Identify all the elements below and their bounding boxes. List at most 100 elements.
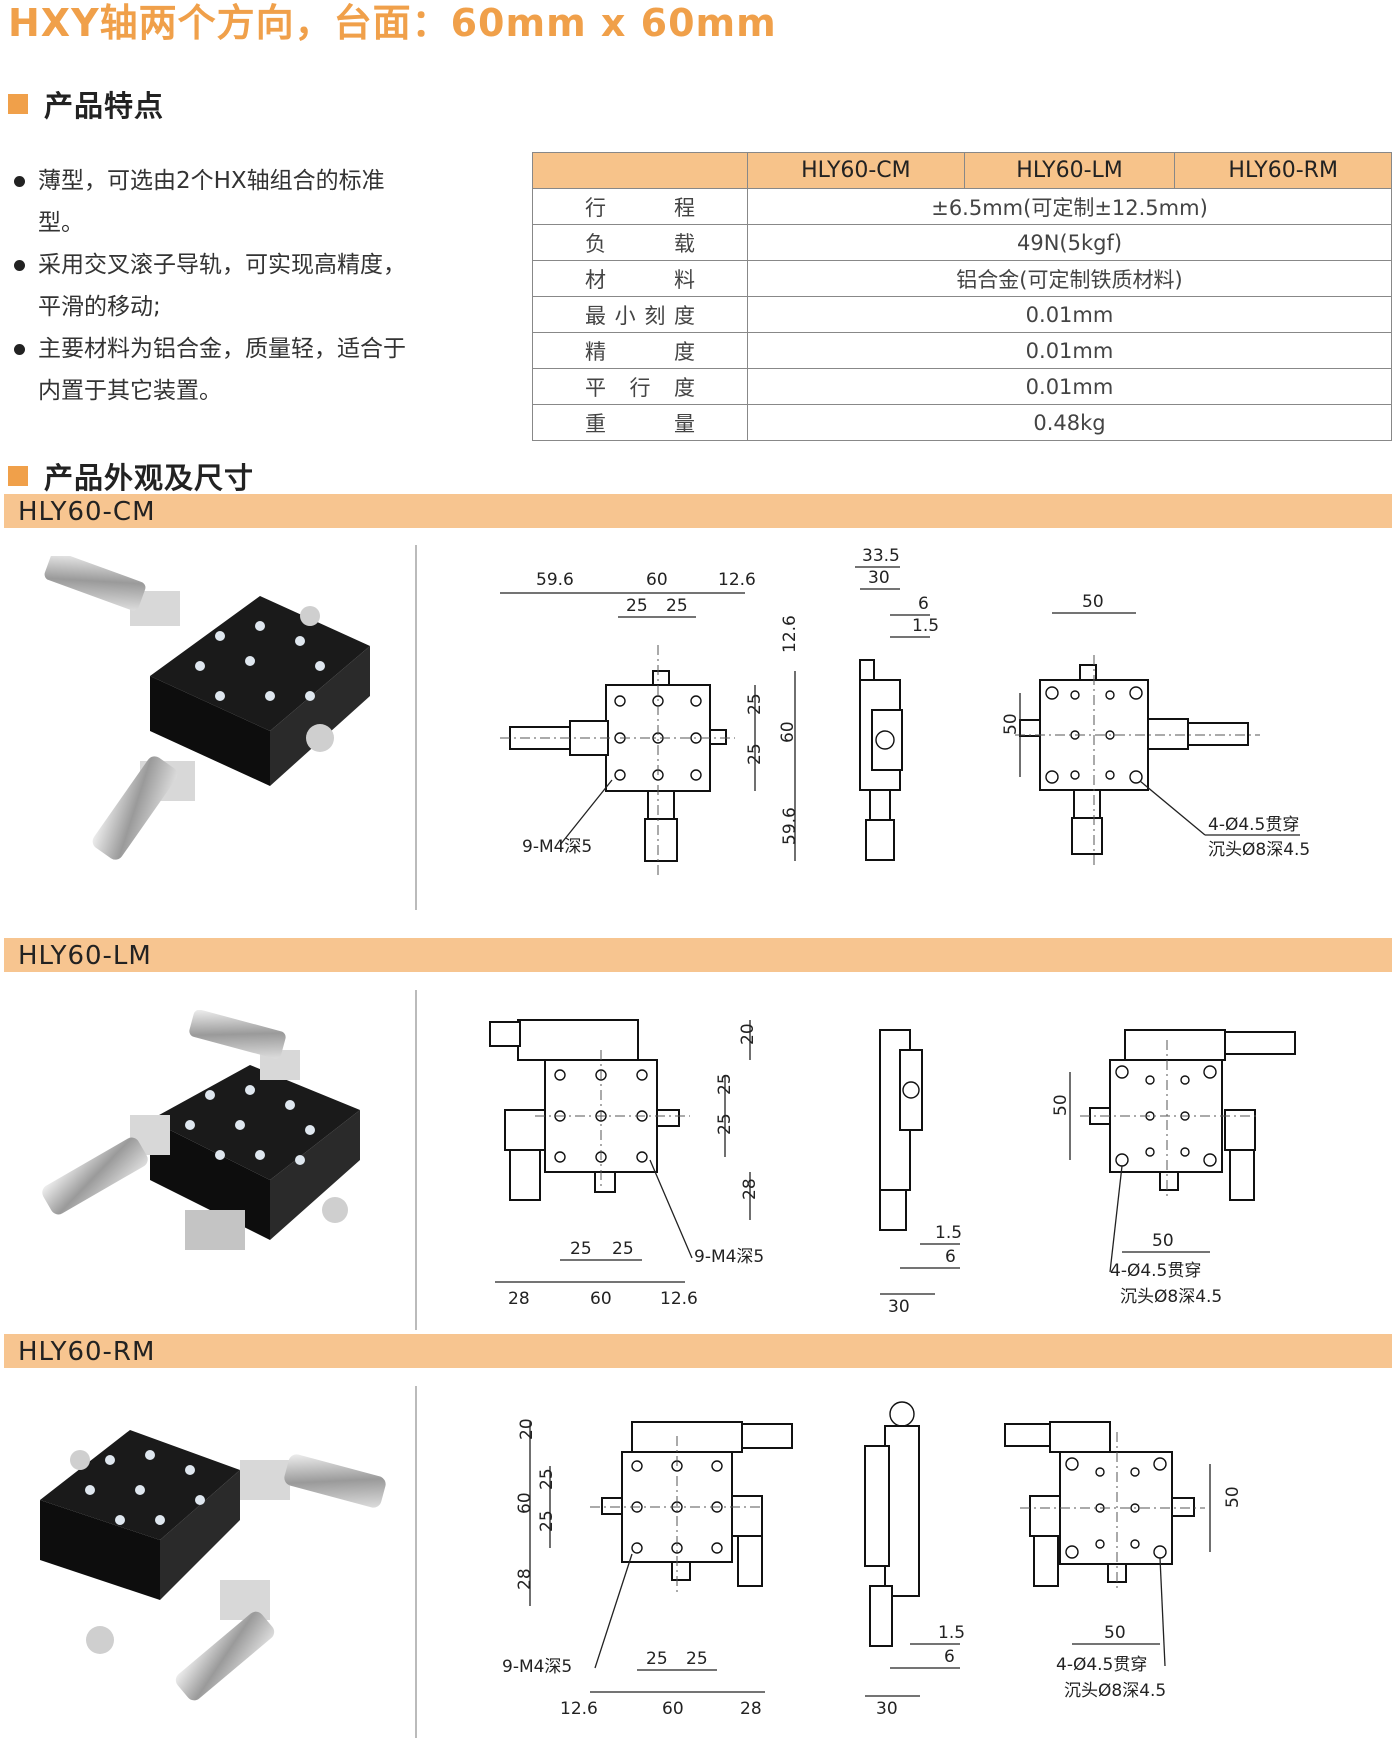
dim-label: 30 xyxy=(868,568,890,588)
spec-header-model: HLY60-CM xyxy=(747,152,965,189)
dimensions-section-title: 产品外观及尺寸 xyxy=(44,461,255,495)
spec-value: 铝合金(可定制铁质材料) xyxy=(747,260,1392,297)
dim-label: 25 xyxy=(715,1073,735,1095)
spec-label: 精度 xyxy=(585,339,695,364)
counterbore-note: 沉头Ø8深4.5 xyxy=(1064,1681,1166,1701)
dim-label: 60 xyxy=(662,1699,684,1719)
dim-label: 50 xyxy=(1001,713,1021,735)
table-row: 负载 49N(5kgf) xyxy=(532,224,1392,261)
dim-label: 25 xyxy=(715,1113,735,1135)
table-row: 精度 0.01mm xyxy=(532,332,1392,369)
through-hole-note: 4-Ø4.5贯穿 xyxy=(1056,1655,1147,1675)
section-square-icon xyxy=(8,94,28,114)
model-name: HLY60-CM xyxy=(18,497,156,527)
front-view: 20 25 60 25 28 25 25 12.6 60 28 9-M4深5 xyxy=(502,1418,793,1719)
front-view: 59.6 60 12.6 25 25 12.6 25 60 25 59.6 9-… xyxy=(500,570,800,875)
dim-label: 59.6 xyxy=(780,807,800,845)
dim-label: 25 xyxy=(745,693,765,715)
counterbore-note: 沉头Ø8深4.5 xyxy=(1120,1287,1222,1307)
page-title: HXY轴两个方向，台面：60mm x 60mm xyxy=(8,1,777,45)
spec-header-model: HLY60-LM xyxy=(963,152,1176,189)
dim-label: 25 xyxy=(646,1649,668,1669)
spec-value: 49N(5kgf) xyxy=(747,224,1392,261)
features-section-header: 产品特点 xyxy=(8,86,165,123)
spec-value: 0.48kg xyxy=(747,404,1392,441)
spec-label: 负载 xyxy=(585,231,695,256)
dim-label: 50 xyxy=(1223,1486,1243,1508)
dim-label: 50 xyxy=(1104,1623,1126,1643)
dim-label: 1.5 xyxy=(938,1623,965,1643)
spec-value: 0.01mm xyxy=(747,296,1392,333)
side-view: 1.5 6 30 xyxy=(879,1029,962,1317)
dim-label: 25 xyxy=(537,1510,557,1532)
dim-label: 60 xyxy=(590,1289,612,1309)
dim-label: 30 xyxy=(876,1699,898,1719)
through-hole-note: 4-Ø4.5贯穿 xyxy=(1110,1261,1201,1281)
dim-label: 28 xyxy=(740,1699,762,1719)
dim-label: 25 xyxy=(686,1649,708,1669)
spec-value: 0.01mm xyxy=(747,368,1392,405)
hole-note: 9-M4深5 xyxy=(522,837,592,857)
model-band-lm: HLY60-LM xyxy=(4,938,1392,972)
side-view: 1.5 6 30 xyxy=(864,1401,965,1719)
dim-label: 28 xyxy=(515,1568,535,1590)
dim-label: 12.6 xyxy=(560,1699,598,1719)
hole-note: 9-M4深5 xyxy=(502,1657,572,1677)
dim-label: 6 xyxy=(944,1647,955,1667)
dim-label: 59.6 xyxy=(536,570,574,590)
spec-label: 行程 xyxy=(585,195,695,220)
table-row: 行程 ±6.5mm(可定制±12.5mm) xyxy=(532,188,1392,225)
feature-item: 薄型，可选由2个HX轴组合的标准型。 xyxy=(10,160,410,244)
dim-label: 6 xyxy=(918,594,929,614)
spec-label: 平行度 xyxy=(585,375,695,400)
product-photo-rm xyxy=(40,1430,386,1701)
bullet-icon xyxy=(10,244,38,328)
spec-value: 0.01mm xyxy=(747,332,1392,369)
dim-label: 50 xyxy=(1051,1094,1071,1116)
dim-label: 12.6 xyxy=(718,570,756,590)
top-view: 50 50 4-Ø4.5贯穿 沉头Ø8深4.5 xyxy=(1051,1029,1296,1307)
model-band-cm: HLY60-CM xyxy=(4,494,1392,528)
table-row: 平行度 0.01mm xyxy=(532,368,1392,405)
dim-label: 28 xyxy=(740,1178,760,1200)
spec-label: 最小刻度 xyxy=(585,303,695,328)
feature-list: 薄型，可选由2个HX轴组合的标准型。 采用交叉滚子导轨，可实现高精度，平滑的移动… xyxy=(10,160,410,412)
dim-label: 25 xyxy=(570,1239,592,1259)
dim-label: 33.5 xyxy=(862,546,900,566)
feature-item: 采用交叉滚子导轨，可实现高精度，平滑的移动; xyxy=(10,244,410,328)
spec-label: 材料 xyxy=(585,267,695,292)
dim-label: 25 xyxy=(612,1239,634,1259)
dim-label: 20 xyxy=(738,1023,758,1045)
dim-label: 60 xyxy=(646,570,668,590)
dim-label: 1.5 xyxy=(912,616,939,636)
model-name: HLY60-LM xyxy=(18,941,152,971)
feature-item: 主要材料为铝合金，质量轻，适合于内置于其它装置。 xyxy=(10,328,410,412)
technical-drawing-cm: 59.6 60 12.6 25 25 12.6 25 60 25 59.6 9-… xyxy=(500,546,1310,875)
dim-label: 50 xyxy=(1082,592,1104,612)
dim-label: 30 xyxy=(888,1297,910,1317)
dim-label: 12.6 xyxy=(780,615,800,653)
spec-value: ±6.5mm(可定制±12.5mm) xyxy=(747,188,1392,225)
hole-note: 9-M4深5 xyxy=(694,1247,764,1267)
dim-label: 28 xyxy=(508,1289,530,1309)
dim-label: 12.6 xyxy=(660,1289,698,1309)
divider xyxy=(415,1386,417,1738)
dim-label: 20 xyxy=(517,1418,537,1440)
bullet-icon xyxy=(10,328,38,412)
spec-header-blank xyxy=(532,152,748,189)
dim-label: 25 xyxy=(745,743,765,765)
technical-drawing-rm: 20 25 60 25 28 25 25 12.6 60 28 9-M4深5 1… xyxy=(502,1401,1243,1719)
dim-label: 50 xyxy=(1152,1231,1174,1251)
dimensions-section-header: 产品外观及尺寸 xyxy=(8,458,255,495)
technical-drawing-lm: 20 25 25 28 25 25 28 60 12.6 9-M4深5 1.5 … xyxy=(489,1019,1296,1317)
through-hole-note: 4-Ø4.5贯穿 xyxy=(1208,815,1299,835)
divider xyxy=(415,990,417,1330)
table-row: 重量 0.48kg xyxy=(532,404,1392,441)
product-photo-cm xyxy=(44,556,370,860)
table-row: 材料 铝合金(可定制铁质材料) xyxy=(532,260,1392,297)
features-section-title: 产品特点 xyxy=(44,89,165,123)
table-row: 最小刻度 0.01mm xyxy=(532,296,1392,333)
spec-label: 重量 xyxy=(585,411,695,436)
front-view: 20 25 25 28 25 25 28 60 12.6 9-M4深5 xyxy=(489,1019,764,1309)
spec-table-header: HLY60-CM HLY60-LM HLY60-RM xyxy=(532,152,1392,189)
